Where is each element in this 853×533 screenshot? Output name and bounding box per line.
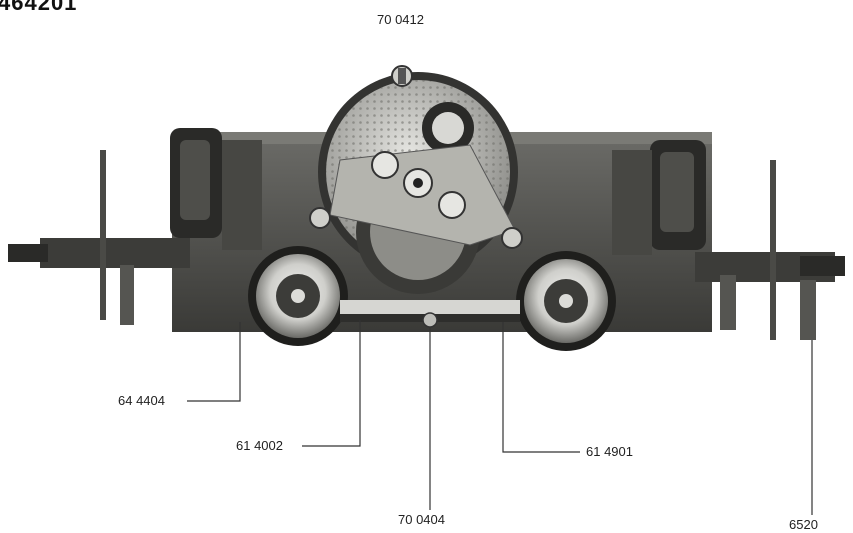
right-coil: [612, 140, 706, 255]
figure-title: 464201: [0, 0, 78, 15]
motor-assembly: [309, 65, 523, 294]
pickup-shoe: [340, 300, 520, 328]
leader-line-61-4002: [302, 320, 361, 447]
part-label-70-0412: 70 0412: [377, 12, 424, 27]
right-wheel: [516, 251, 616, 351]
part-label-70-0404: 70 0404: [398, 512, 445, 527]
part-label-61-4002: 61 4002: [236, 438, 283, 453]
left-wheel: [248, 246, 348, 346]
part-label-61-4901: 61 4901: [586, 444, 633, 459]
part-label-6520: 6520: [789, 517, 818, 532]
leader-line-64-4404: [187, 322, 241, 402]
part-label-64-4404: 64 4404: [118, 393, 165, 408]
leader-line-61-4901: [502, 322, 580, 453]
leader-lines: [187, 320, 813, 515]
left-coil: [170, 128, 262, 250]
